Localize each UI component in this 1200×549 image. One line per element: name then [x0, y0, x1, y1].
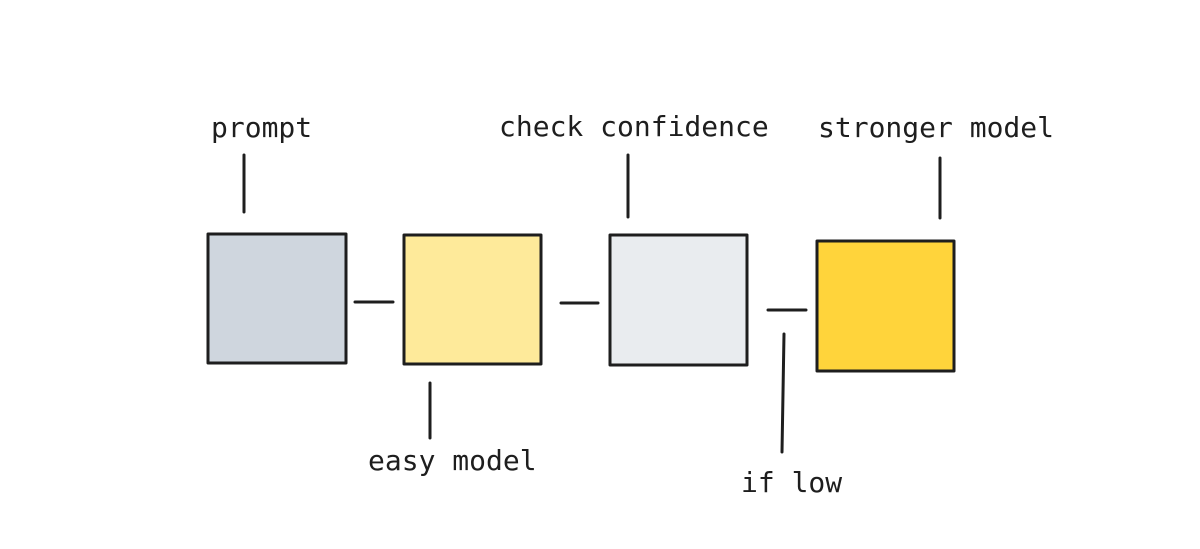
- easy-model-label: easy model: [368, 444, 537, 477]
- prompt-label: prompt: [211, 111, 312, 144]
- easy-model-box[interactable]: [402, 233, 543, 366]
- check-confidence-box[interactable]: [608, 233, 749, 367]
- if-low-label: if low: [741, 466, 842, 499]
- prompt-box[interactable]: [206, 232, 348, 365]
- if-low-leader-line: [780, 332, 786, 454]
- stronger-model-label: stronger model: [818, 111, 1054, 144]
- check-confidence-label: check confidence: [499, 110, 769, 143]
- stronger-model-box[interactable]: [815, 239, 956, 373]
